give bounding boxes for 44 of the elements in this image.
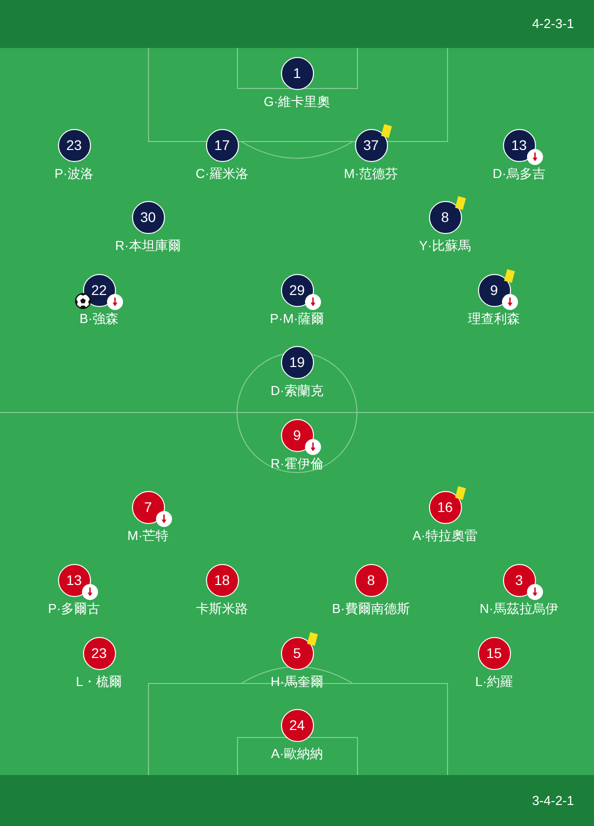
- player-name: R·本坦庫爾: [115, 238, 181, 254]
- formation-label: 3-4-2-1: [532, 793, 574, 809]
- player-disc: 19: [280, 346, 314, 378]
- player-name: P·波洛: [54, 166, 94, 182]
- player-disc: 13: [502, 128, 536, 162]
- player-disc: 24: [280, 708, 314, 742]
- player-name: B·費爾南德斯: [332, 601, 410, 617]
- player-name: 理查利森: [468, 311, 520, 327]
- player-disc: 18: [206, 564, 238, 596]
- player-disc: 29: [280, 274, 314, 306]
- player-name: L·約羅: [475, 674, 513, 690]
- player-name: P·M·薩爾: [270, 311, 324, 327]
- player-disc: 16: [428, 490, 462, 524]
- player-disc: 7: [132, 490, 164, 524]
- player-name: D·烏多吉: [492, 166, 546, 182]
- player-disc: 23: [82, 636, 116, 670]
- player-disc: 8: [354, 564, 388, 596]
- formation-label: 4-2-3-1: [532, 16, 574, 32]
- player-name: D·索蘭克: [270, 383, 324, 399]
- player-disc: 30: [132, 200, 164, 234]
- player-disc: 9: [280, 418, 314, 452]
- player-disc: 15: [478, 636, 510, 670]
- player-name: C·羅米洛: [196, 166, 248, 182]
- player-name: P·多爾古: [48, 601, 100, 617]
- player-name: R·霍伊倫: [270, 456, 324, 472]
- player-disc: 3: [502, 564, 536, 596]
- player-name: L・梳爾: [76, 674, 122, 690]
- player-disc: 23: [58, 128, 90, 162]
- player-disc: 8: [428, 200, 462, 234]
- player-disc: 5: [280, 636, 314, 670]
- player-name: A·歐納納: [271, 746, 323, 762]
- player-name: G·維卡里奧: [264, 94, 330, 110]
- player-name: N·馬茲拉烏伊: [480, 601, 558, 617]
- player-name: M·范德芬: [344, 166, 398, 182]
- player-name: M·芒特: [127, 528, 169, 544]
- player-name: B·強森: [80, 311, 118, 327]
- player-name: Y·比蘇馬: [419, 238, 471, 254]
- player-disc: 1: [280, 56, 314, 90]
- player-name: 卡斯米路: [196, 601, 248, 617]
- player-disc: 17: [206, 128, 238, 162]
- player-name: H·馬奎爾: [270, 674, 324, 690]
- player-disc: 13: [58, 564, 90, 596]
- player-name: A·特拉奧雷: [412, 528, 478, 544]
- player-disc: 37: [354, 128, 388, 162]
